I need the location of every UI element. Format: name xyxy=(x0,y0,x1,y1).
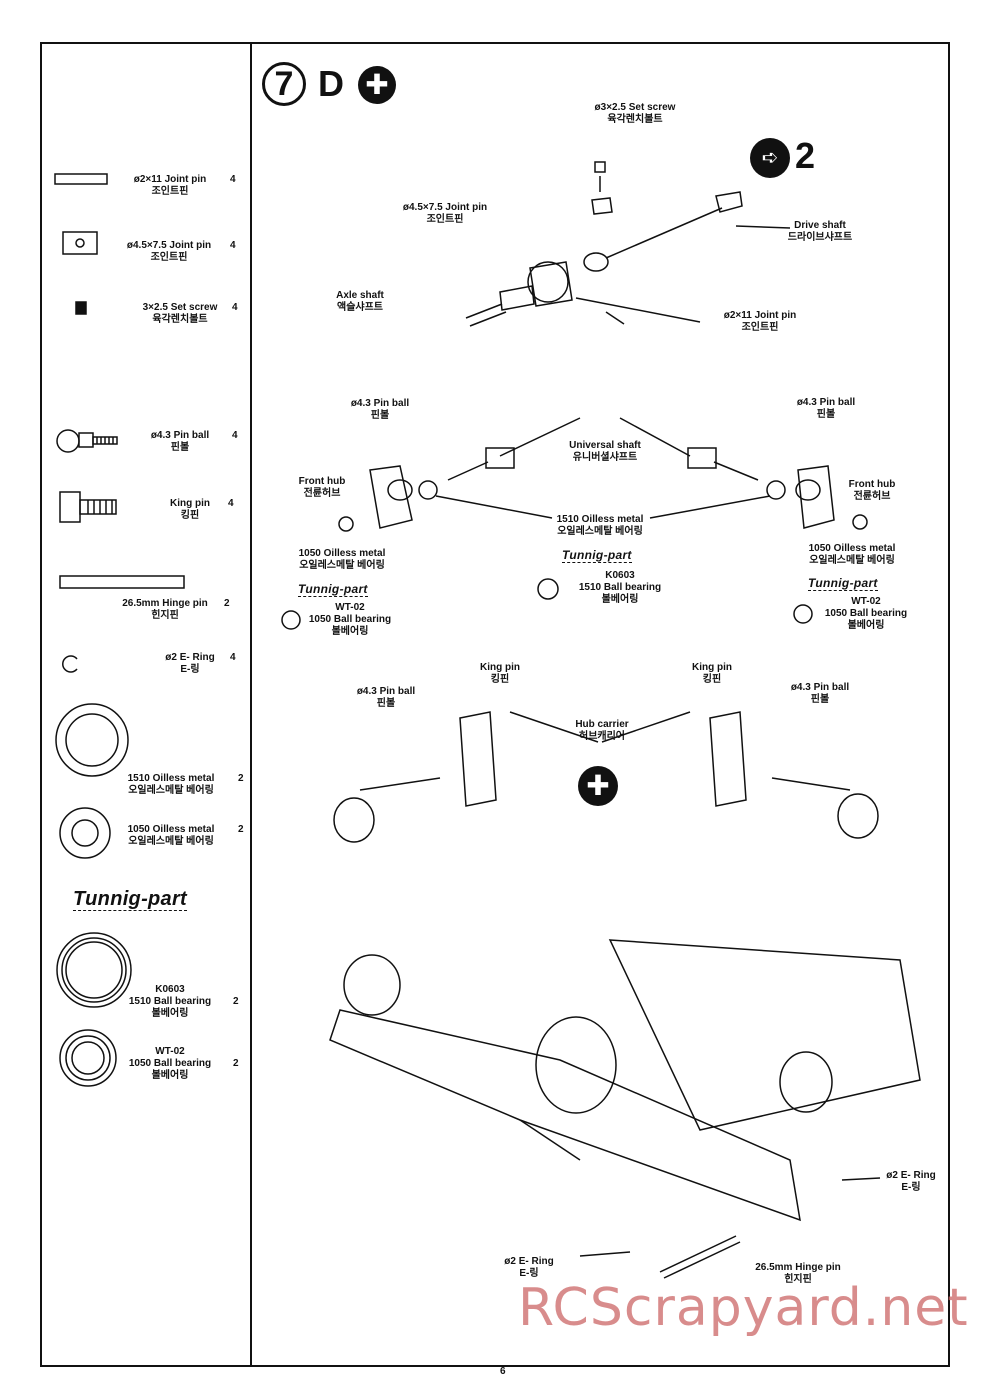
chassis-assembly-drawing xyxy=(329,939,921,1279)
ball-bearing-1510-icon xyxy=(56,932,132,1008)
part-quantity: 4 xyxy=(228,498,234,509)
joint-pin-45-icon xyxy=(62,231,98,255)
king-pin-icon xyxy=(59,491,117,523)
cross-icon: ✚ xyxy=(578,766,618,806)
tuning-part-heading: Tunnig-part xyxy=(298,582,368,597)
hub-carrier-assembly-drawing xyxy=(333,711,879,843)
pin-ball-icon xyxy=(56,429,118,453)
tuning-part-heading: Tunnig-part xyxy=(73,888,188,911)
oilless-1510-icon xyxy=(55,703,129,777)
repeat-arrows-icon: ➪ xyxy=(750,138,790,178)
quantity-multiplier: 2 xyxy=(795,135,816,176)
page-frame xyxy=(40,42,950,1367)
part-quantity: 2 xyxy=(224,598,230,609)
step-number: 7 xyxy=(262,62,306,106)
e-ring-icon xyxy=(62,655,78,673)
part-quantity: 4 xyxy=(232,430,238,441)
page-number: 6 xyxy=(500,1366,506,1377)
cross-icon: ✚ xyxy=(358,66,396,104)
part-quantity: 4 xyxy=(230,652,236,663)
set-screw-icon xyxy=(75,301,87,315)
watermark: RCScrapyard.net xyxy=(518,1278,969,1338)
drive-shaft-assembly-drawing xyxy=(465,161,791,327)
part-quantity: 2 xyxy=(238,773,244,784)
part-quantity: 2 xyxy=(233,996,239,1007)
part-quantity: 4 xyxy=(230,240,236,251)
tuning-part-heading: Tunnig-part xyxy=(808,576,878,591)
hinge-pin-icon xyxy=(59,575,185,589)
part-quantity: 2 xyxy=(233,1058,239,1069)
oilless-1050-icon xyxy=(59,807,111,859)
universal-shaft-assembly-drawing xyxy=(281,417,868,630)
part-quantity: 2 xyxy=(238,824,244,835)
joint-pin-icon xyxy=(54,173,108,185)
part-quantity: 4 xyxy=(230,174,236,185)
tuning-part-heading: Tunnig-part xyxy=(562,548,632,563)
ball-bearing-1050-icon xyxy=(59,1029,117,1087)
step-letter: D xyxy=(318,63,344,104)
part-quantity: 4 xyxy=(232,302,238,313)
parts-column-divider xyxy=(250,42,252,1367)
